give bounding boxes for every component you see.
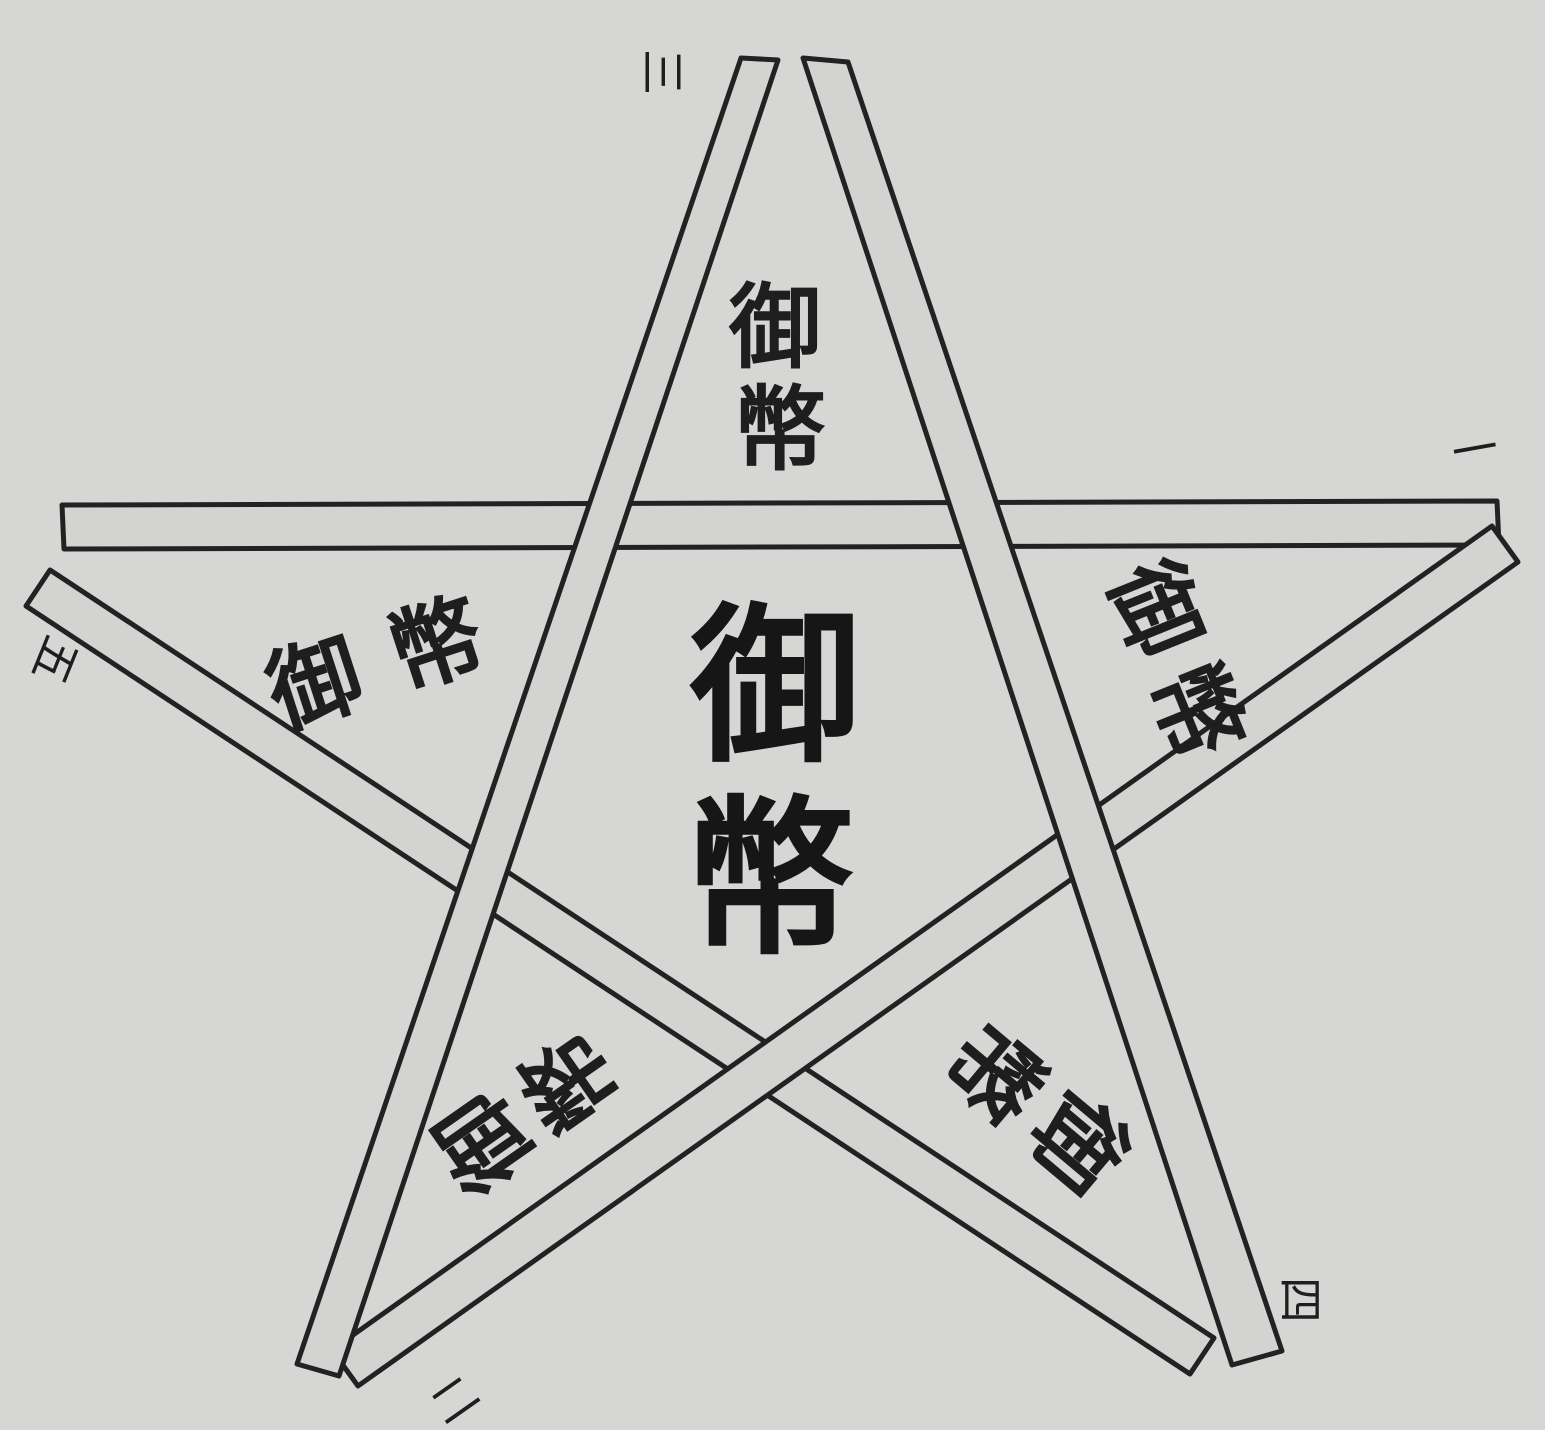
wedge-top: 御 幣 (728, 275, 826, 484)
center-char-1: 御 (689, 589, 860, 787)
center-char-2: 幣 (685, 781, 855, 979)
wedge-right: 御 幣 (1087, 545, 1262, 773)
stick-horizontal (59, 498, 1502, 552)
stick-top-to-lower-right (800, 55, 1285, 1368)
stick-left-to-lower-right (23, 567, 1217, 1377)
stick-number-four: 四 (1273, 1277, 1327, 1323)
stick-number-two: 二 (421, 1365, 490, 1430)
wedge-left: 御 幣 (254, 580, 497, 750)
wedge-right-char-1: 御 (1087, 545, 1221, 671)
wedge-top-char-1: 御 (728, 275, 821, 382)
stick-top-to-lower-left (294, 55, 781, 1379)
wedge-left-char-2: 幣 (377, 580, 498, 710)
stick-right-to-lower-left (329, 523, 1521, 1389)
pentagram-sticks (23, 55, 1521, 1389)
wedge-top-char-2: 幣 (734, 377, 826, 484)
stick-number-one: 一 (1448, 419, 1503, 480)
stick-number-three: 三 (635, 49, 689, 95)
